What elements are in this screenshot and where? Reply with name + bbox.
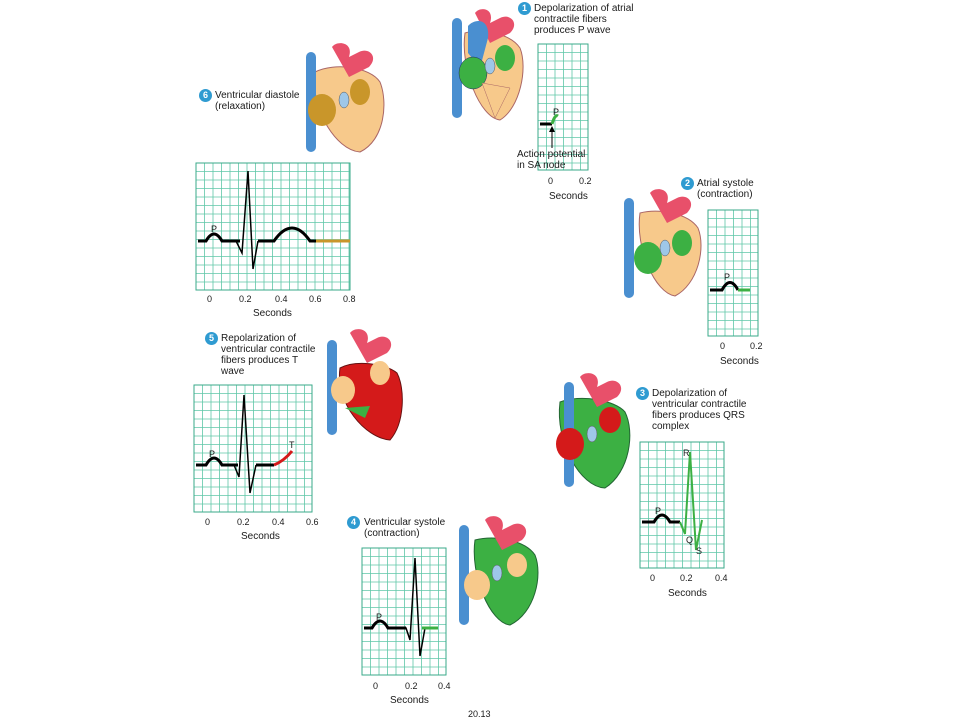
step-5-caption-line: Repolarization of bbox=[221, 333, 297, 344]
grid-lines bbox=[362, 548, 446, 675]
step-1-caption-line: produces P wave bbox=[534, 25, 611, 36]
tick-label: 0.2 bbox=[237, 517, 250, 527]
baseline-trace bbox=[198, 232, 240, 243]
step-5-p-label: P bbox=[209, 449, 216, 459]
grid-lines bbox=[196, 163, 350, 290]
step-1-badge: 1 bbox=[518, 2, 531, 15]
tick-label: 0.2 bbox=[239, 294, 252, 304]
tick-label: 0.4 bbox=[438, 681, 451, 691]
step-2-badge: 2 bbox=[681, 177, 694, 190]
step-5-xlabel: Seconds bbox=[241, 531, 280, 542]
tick-label: 0.2 bbox=[680, 573, 693, 583]
tick-label: 0.8 bbox=[343, 294, 356, 304]
p-wave-trace bbox=[710, 281, 740, 292]
sa-node-annotation-line: Action potential bbox=[517, 149, 586, 160]
t-wave-trace bbox=[273, 450, 294, 467]
step-3-q-label: Q bbox=[686, 535, 694, 545]
tick-label: 0.6 bbox=[306, 517, 319, 527]
step-3-xlabel: Seconds bbox=[668, 588, 707, 599]
tick-label: 0.6 bbox=[309, 294, 322, 304]
step-4-caption-line: (contraction) bbox=[364, 528, 420, 539]
step-1-caption: Depolarization of atrial contractile fib… bbox=[534, 3, 634, 36]
tick-label: 0.2 bbox=[579, 176, 592, 186]
ecg-grid-5 bbox=[193, 384, 313, 513]
step-3-caption: Depolarization of ventricular contractil… bbox=[652, 388, 746, 432]
tick-label: 0.2 bbox=[405, 681, 418, 691]
baseline-trace bbox=[364, 619, 406, 630]
baseline-trace bbox=[258, 226, 318, 243]
step-4-caption: Ventricular systole (contraction) bbox=[364, 517, 445, 539]
step-2-p-label: P bbox=[724, 272, 731, 282]
qrs-trace bbox=[233, 394, 257, 494]
step-3-caption-line: ventricular contractile bbox=[652, 399, 747, 410]
p-wave-trace bbox=[550, 114, 559, 125]
ecg-grid-1 bbox=[537, 43, 589, 171]
tick-label: 0 bbox=[650, 573, 656, 583]
qrs-trace bbox=[679, 451, 703, 551]
step-6-caption-line: Ventricular diastole bbox=[215, 90, 300, 101]
step-2-xlabel: Seconds bbox=[720, 356, 759, 367]
step-2-caption: Atrial systole (contraction) bbox=[697, 178, 754, 200]
step-3-r-label: R bbox=[683, 448, 690, 458]
step-5-caption-line: ventricular contractile bbox=[221, 344, 316, 355]
step-1-caption-line: Depolarization of atrial bbox=[534, 3, 634, 14]
step-1-xlabel: Seconds bbox=[549, 191, 588, 202]
step-3-caption-line: complex bbox=[652, 421, 690, 432]
step-4-caption-line: Ventricular systole bbox=[364, 517, 446, 528]
baseline-trace bbox=[196, 456, 238, 467]
step-6-xlabel: Seconds bbox=[253, 308, 292, 319]
tick-label: 0.4 bbox=[272, 517, 285, 527]
sa-node-annotation: Action potential in SA node bbox=[517, 149, 585, 171]
heart-illustration-1 bbox=[452, 9, 524, 121]
heart-illustration-2 bbox=[624, 189, 702, 298]
grid-lines bbox=[640, 442, 724, 568]
qrs-trace bbox=[235, 170, 259, 270]
ecg-grid-6 bbox=[195, 162, 351, 291]
step-5-caption-line: wave bbox=[221, 366, 245, 377]
step-6-caption-line: (relaxation) bbox=[215, 101, 266, 112]
step-1-caption-line: contractile fibers bbox=[534, 14, 607, 25]
figure-number: 20.13 bbox=[468, 709, 491, 719]
step-2-caption-line: (contraction) bbox=[697, 189, 753, 200]
ecg-grid-3 bbox=[639, 441, 725, 569]
tick-label: 0.4 bbox=[275, 294, 288, 304]
step-6-p-label: P bbox=[211, 224, 218, 234]
grid-lines bbox=[538, 44, 588, 170]
p-wave-trace bbox=[642, 513, 680, 524]
step-6-caption: Ventricular diastole (relaxation) bbox=[215, 90, 300, 112]
step-3-caption-line: Depolarization of bbox=[652, 388, 728, 399]
step-5-caption: Repolarization of ventricular contractil… bbox=[221, 333, 315, 377]
step-5-caption-line: fibers produces T bbox=[221, 355, 299, 366]
heart-illustration-5 bbox=[327, 329, 403, 441]
heart-illustration-4 bbox=[459, 516, 539, 626]
step-3-caption-line: fibers produces QRS bbox=[652, 410, 745, 421]
step-4-p-label: P bbox=[376, 612, 383, 622]
step-5-badge: 5 bbox=[205, 332, 218, 345]
step-6-badge: 6 bbox=[199, 89, 212, 102]
step-2-caption-line: Atrial systole bbox=[697, 178, 754, 189]
grid-lines bbox=[708, 210, 758, 336]
tick-label: 0 bbox=[207, 294, 213, 304]
ecg-grid-2 bbox=[707, 209, 759, 337]
tick-label: 0 bbox=[548, 176, 554, 186]
step-5-t-label: T bbox=[289, 440, 295, 450]
sa-node-annotation-line: in SA node bbox=[517, 160, 566, 171]
heart-illustration-3 bbox=[556, 373, 631, 489]
tick-label: 0 bbox=[373, 681, 379, 691]
step-4-badge: 4 bbox=[347, 516, 360, 529]
tick-label: 0.4 bbox=[715, 573, 728, 583]
step-4-xlabel: Seconds bbox=[390, 695, 429, 706]
step-3-p-label: P bbox=[655, 506, 662, 516]
arrow-up-icon bbox=[549, 126, 555, 148]
step-1-p-label: P bbox=[553, 107, 560, 117]
step-3-badge: 3 bbox=[636, 387, 649, 400]
ecg-grid-4 bbox=[361, 547, 447, 676]
heart-illustration-6 bbox=[306, 43, 385, 153]
step-3-s-label: S bbox=[696, 546, 703, 556]
tick-label: 0 bbox=[720, 341, 726, 351]
tick-label: 0 bbox=[205, 517, 211, 527]
tick-label: 0.2 bbox=[750, 341, 763, 351]
